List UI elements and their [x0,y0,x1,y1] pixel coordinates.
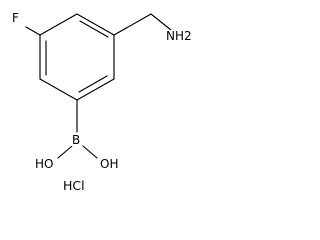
ring-bond-6 [39,13,78,36]
ring-bond-4 [39,78,78,101]
methylene-amine-bond [150,13,172,31]
boron-oxygen-right-bond [82,145,98,159]
ring-methylene-bond [113,13,152,36]
hydrochloride-salt-label: HCl [63,178,85,193]
boron-oxygen-left-bond [57,145,73,159]
ring-double-bond-2 [78,75,108,93]
ring-double-bond-1 [79,20,109,38]
chemical-structure-canvas: F NH2 B HO OH HCl [11,11,193,193]
fluorine-atom-label: F [11,11,20,25]
ring-bond-3 [76,78,115,101]
structure-bonds [25,13,172,159]
amine-group-label: NH2 [165,29,193,43]
left-hydroxyl-label: HO [34,157,55,171]
carbon-fluorine-bond [25,26,41,36]
boron-atom-label: B [71,133,82,147]
right-hydroxyl-label: OH [99,157,120,171]
ring-bond-1 [76,13,115,36]
